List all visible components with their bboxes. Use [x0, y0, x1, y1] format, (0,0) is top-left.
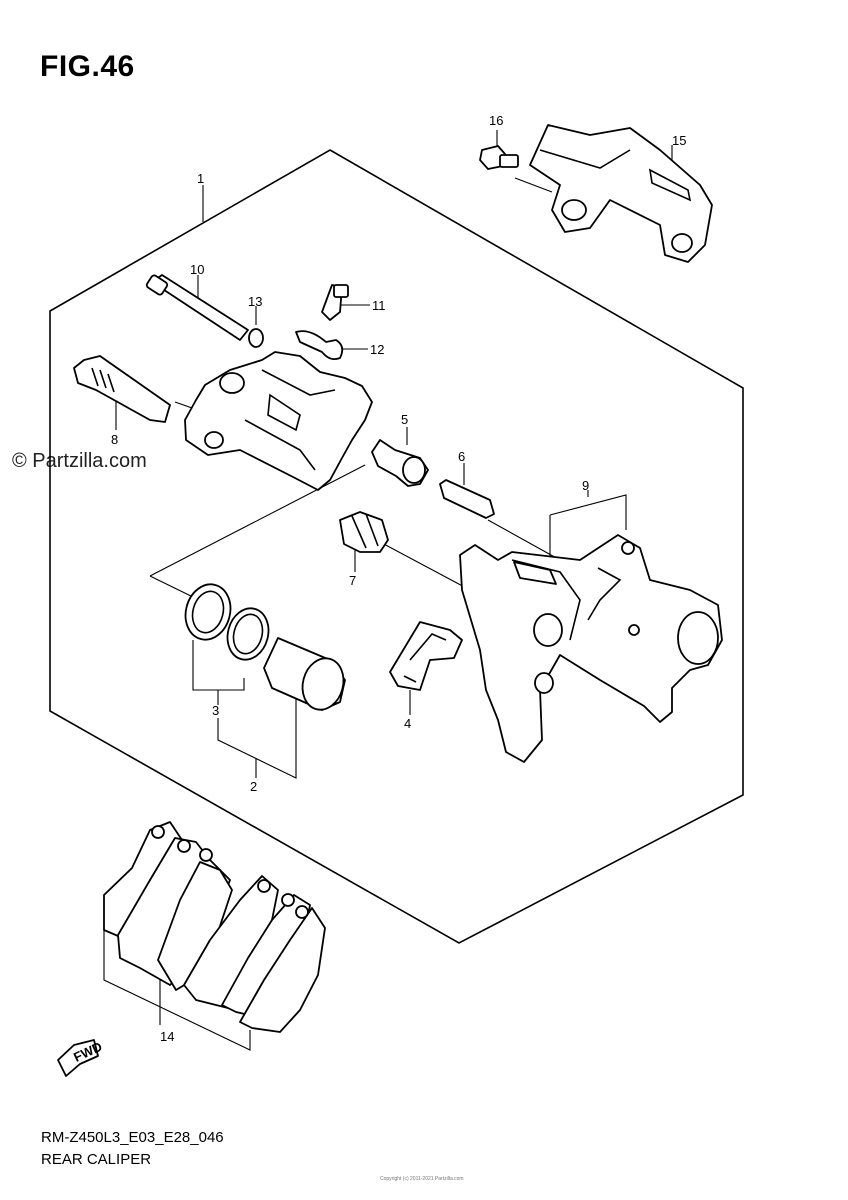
- callout-5: 5: [401, 412, 408, 427]
- callout-8: 8: [111, 432, 118, 447]
- part-13-ring: [248, 328, 264, 348]
- callout-16: 16: [489, 113, 503, 128]
- callout-6: 6: [458, 449, 465, 464]
- part-2-piston: [263, 637, 346, 711]
- part-12-cap: [295, 330, 344, 361]
- part-10-pin: [145, 274, 249, 341]
- callout-3: 3: [212, 703, 219, 718]
- callout-12: 12: [370, 342, 384, 357]
- part-14-brake-pads: [103, 821, 326, 1033]
- part-7-boot: [339, 511, 389, 553]
- callout-9: 9: [582, 478, 589, 493]
- part-4-pad-spring: [389, 621, 463, 691]
- diagram-title: REAR CALIPER: [41, 1151, 152, 1168]
- callout-4: 4: [404, 716, 411, 731]
- copyright-small-print: Copyright (c) 2011-2021 Partzilla.com: [380, 1176, 464, 1182]
- part-3-seals: [184, 583, 270, 661]
- assembly-outline: [49, 149, 744, 944]
- callout-11: 11: [372, 298, 386, 313]
- callout-15: 15: [672, 133, 686, 148]
- callout-1: 1: [197, 171, 204, 186]
- part-6-pin: [439, 479, 495, 519]
- part-16-bolt: [479, 145, 519, 170]
- partzilla-watermark: © Partzilla.com: [12, 450, 147, 472]
- callout-13: 13: [248, 294, 262, 309]
- part-9-bracket: [459, 534, 723, 763]
- callout-numbers: 1 2 3 4 5 6 7 8 9 10 13 11 12 14 15 16: [111, 113, 686, 1044]
- part-8-pin-bolt: [73, 355, 171, 423]
- callout-10: 10: [190, 262, 204, 277]
- part-5-sleeve: [371, 439, 429, 487]
- caliper-body: [184, 351, 373, 491]
- callout-14: 14: [160, 1029, 174, 1044]
- part-15-bracket: [529, 124, 713, 263]
- callout-2: 2: [250, 779, 257, 794]
- fwd-arrow-icon: FWD: [57, 1039, 104, 1077]
- callout-7: 7: [349, 573, 356, 588]
- figure-title: FIG.46: [40, 50, 135, 83]
- diagram-code: RM-Z450L3_E03_E28_046: [41, 1129, 224, 1146]
- part-11-bleeder: [321, 284, 349, 321]
